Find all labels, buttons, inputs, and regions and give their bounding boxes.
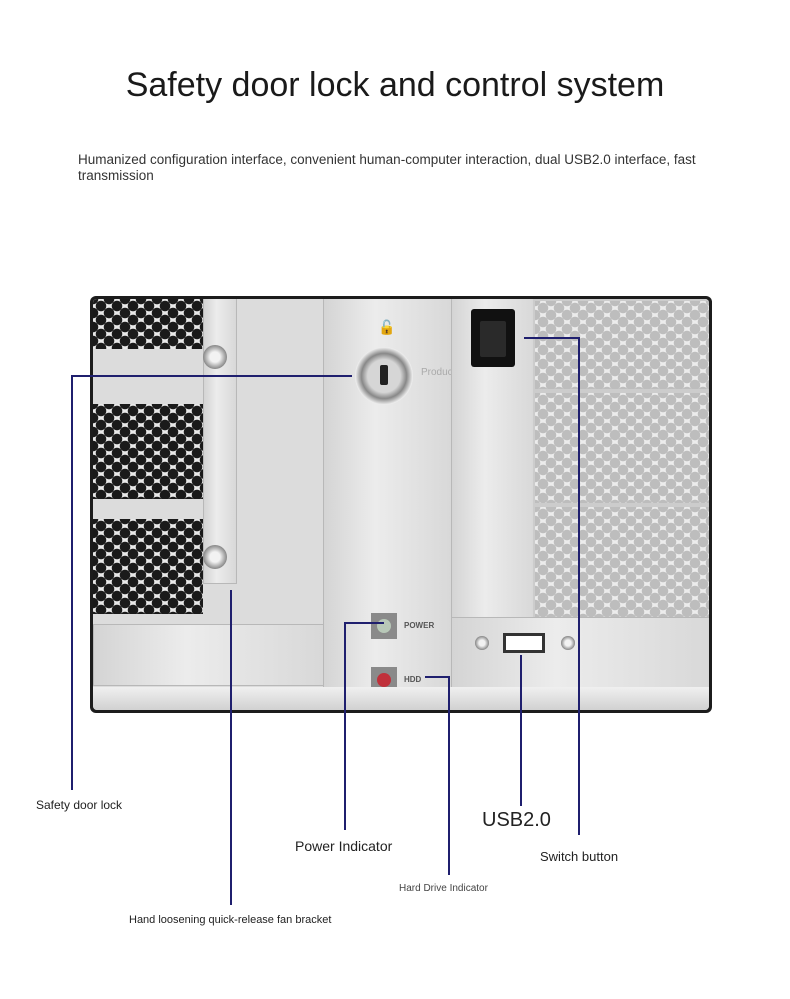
drive-bay	[533, 391, 709, 505]
drive-bay	[533, 505, 709, 619]
page-subtitle: Humanized configuration interface, conve…	[78, 152, 696, 183]
power-switch-button[interactable]	[471, 309, 515, 367]
leader-line-door-lock	[71, 375, 352, 790]
leader-line-power	[344, 622, 384, 830]
screw-icon	[475, 636, 489, 650]
thumb-screw-icon	[203, 545, 227, 569]
screw-icon	[561, 636, 575, 650]
usb-port[interactable]	[503, 633, 545, 653]
label-safety-door-lock: Safety door lock	[36, 798, 123, 812]
label-power-indicator: Power Indicator	[295, 838, 393, 854]
fan-grille	[93, 299, 203, 349]
page-title: Safety door lock and control system	[125, 66, 665, 104]
leader-line-hdd	[425, 676, 450, 875]
watermark: Product	[421, 367, 456, 378]
label-hard-drive-indicator: Hard Drive Indicator	[399, 883, 488, 894]
bottom-bezel	[93, 624, 325, 686]
leader-line-switch	[524, 337, 580, 835]
drive-bay	[533, 299, 709, 391]
thumb-screw-icon	[203, 345, 227, 369]
key-lock-icon[interactable]	[355, 347, 413, 405]
server-front-panel-photo: 🔓 Product POWER HDD	[90, 296, 712, 713]
label-switch-button: Switch button	[540, 849, 619, 864]
power-led-icon	[371, 613, 397, 639]
label-fan-bracket: Hand loosening quick-release fan bracket	[129, 914, 332, 926]
unlock-icon: 🔓	[378, 319, 396, 335]
bottom-rail	[93, 687, 709, 710]
power-led-label: POWER	[404, 621, 435, 630]
hdd-led-label: HDD	[404, 675, 422, 684]
fan-grille	[93, 519, 203, 614]
label-usb: USB2.0	[482, 809, 551, 831]
fan-grille	[93, 404, 203, 499]
